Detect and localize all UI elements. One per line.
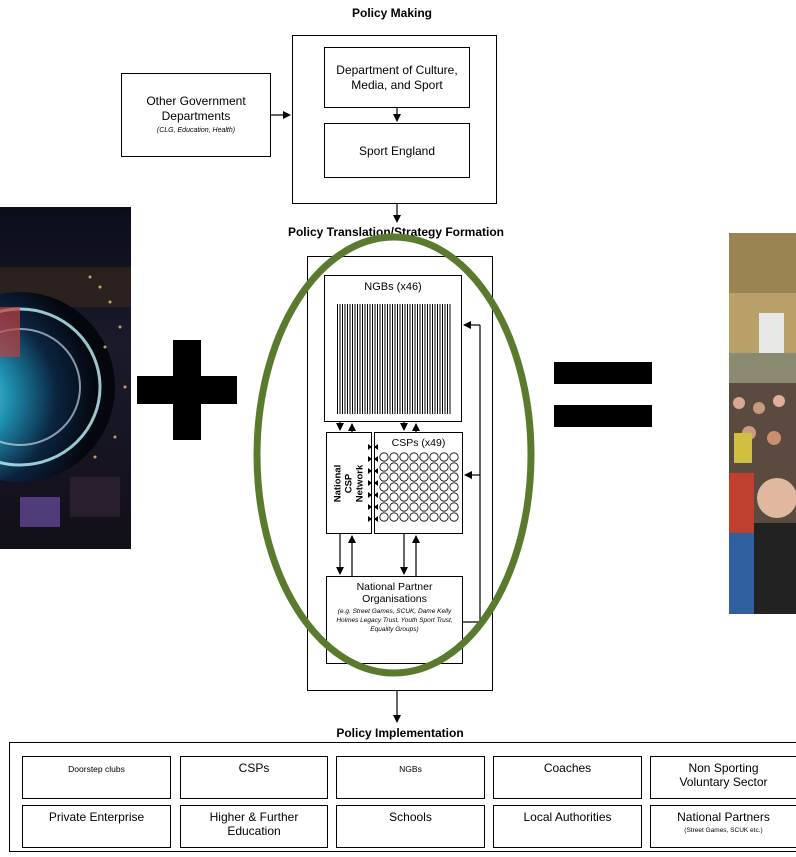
impl-cell-schools: Schools [336,805,485,848]
implementation-table: Doorstep clubs CSPs NGBs Coaches Non Spo… [9,742,796,852]
equals-sign [554,362,652,427]
impl-cell-higher-further-education: Higher & Further Education [180,805,328,848]
highlight-ellipse [253,233,535,677]
policy-making-title: Policy Making [351,6,433,20]
csps-circle-grid [379,452,459,522]
csps-label: CSPs (x49) [391,437,446,449]
impl-cell-doorstep-clubs: Doorstep clubs [22,756,171,799]
csps-box: CSPs (x49) [374,432,463,534]
national-partner-organisations-box: National Partner Organisations (e.g. Str… [326,576,463,664]
npo-subtitle: (e.g. Street Games, SCUK, Dame Kelly Hol… [336,608,453,633]
impl-cell-coaches: Coaches [493,756,642,799]
npo-title: National Partner Organisations [356,581,433,605]
impl-cell-non-sporting-voluntary-sector: Non Sporting Voluntary Sector [650,756,796,799]
other-government-departments-box: Other Government Departments (CLG, Educa… [121,73,271,157]
impl-cell-national-partners: National Partners (Street Games, SCUK et… [650,805,796,848]
stadium-photo [0,207,131,549]
plus-sign [137,340,237,440]
sport-england-label: Sport England [358,143,436,158]
ngbs-label: NGBs (x46) [364,281,422,293]
policy-implementation-title: Policy Implementation [336,726,464,740]
impl-cell-local-authorities: Local Authorities [493,805,642,848]
policy-translation-title: Policy Translation/Strategy Formation [287,225,505,239]
other-gov-title: Other Government Departments [146,94,246,123]
impl-cell-csps: CSPs [180,756,328,799]
impl-cell-private-enterprise: Private Enterprise [22,805,171,848]
dcms-label: Department of Culture, Media, and Sport [336,62,458,92]
runners-photo [729,233,796,614]
dcms-box: Department of Culture, Media, and Sport [324,47,470,108]
ngbs-box: NGBs (x46) [324,275,462,422]
sport-england-box: Sport England [324,123,470,178]
ngbs-pattern [337,304,452,414]
national-partners-sub: (Street Games, SCUK etc.) [684,827,763,834]
impl-cell-ngbs: NGBs [336,756,485,799]
other-gov-subtitle: (CLG, Education, Health) [156,127,236,134]
